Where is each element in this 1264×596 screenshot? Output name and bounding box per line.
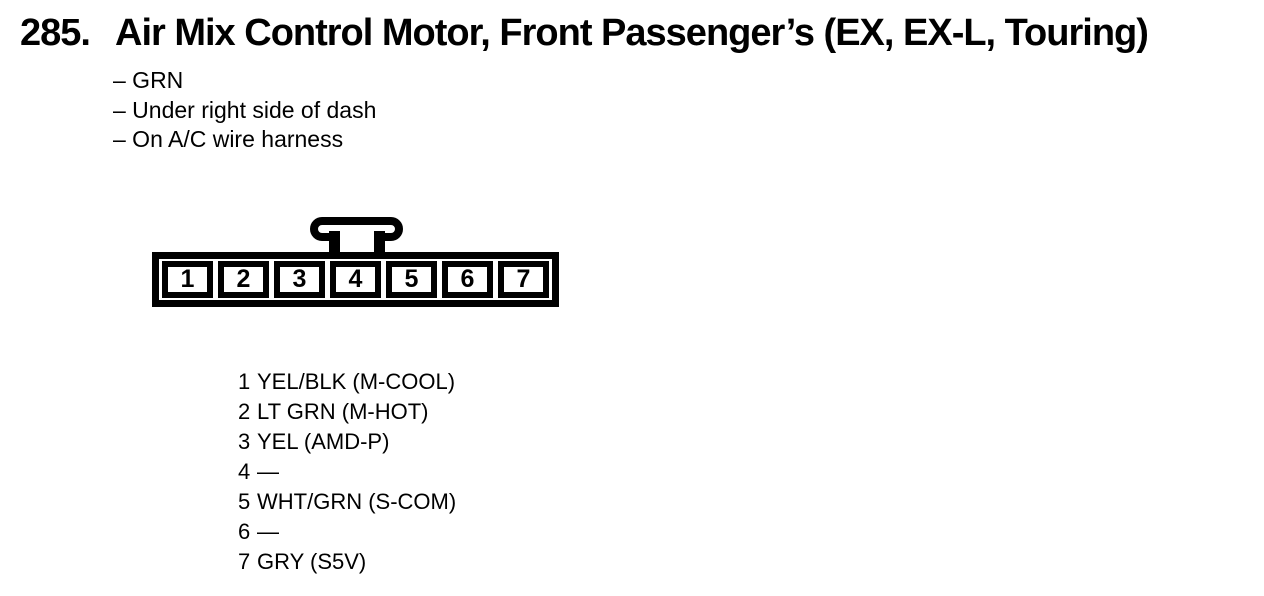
wire-label: — — [257, 459, 279, 484]
wire-label: GRY (S5V) — [257, 549, 367, 574]
connector-pin-cell: 1 — [162, 261, 213, 298]
wire-label: — — [257, 519, 279, 544]
pinout-row: 2 LT GRN (M-HOT) — [238, 397, 456, 427]
connector-diagram: 1 2 3 4 5 6 7 — [152, 215, 559, 307]
connector-lock-tab-stem — [329, 231, 385, 252]
pinout-row: 5 WHT/GRN (S-COM) — [238, 487, 456, 517]
wire-label: YEL/BLK (M-COOL) — [257, 369, 456, 394]
note-line: – GRN — [113, 67, 184, 93]
pinout-row: 6 — — [238, 517, 456, 547]
connector-pin-cell: 4 — [330, 261, 381, 298]
connector-pin-cell: 6 — [442, 261, 493, 298]
connector-pin-cell: 5 — [386, 261, 437, 298]
pin-number: 7 — [238, 549, 251, 574]
pinout-row: 4 — — [238, 457, 456, 487]
pin-number: 4 — [238, 459, 251, 484]
pin-number: 5 — [238, 489, 251, 514]
pin-number: 3 — [238, 429, 251, 454]
connector-pin-cell: 2 — [218, 261, 269, 298]
pinout-row: 3 YEL (AMD-P) — [238, 427, 456, 457]
pin-number: 1 — [238, 369, 251, 394]
location-notes: – GRN – Under right side of dash – On A/… — [113, 66, 376, 155]
pin-number: 6 — [238, 519, 251, 544]
section-number: 285. — [20, 12, 91, 54]
note-line: – Under right side of dash — [113, 96, 377, 123]
wire-label: YEL (AMD-P) — [257, 429, 390, 454]
pin-number: 2 — [238, 399, 251, 424]
wire-label: WHT/GRN (S-COM) — [257, 489, 457, 514]
section-heading: 285. Air Mix Control Motor, Front Passen… — [20, 12, 1149, 55]
pinout-list: 1 YEL/BLK (M-COOL) 2 LT GRN (M-HOT) 3 YE… — [238, 367, 456, 577]
connector-body: 1 2 3 4 5 6 7 — [152, 252, 559, 307]
pinout-row: 1 YEL/BLK (M-COOL) — [238, 367, 456, 397]
page-title: Air Mix Control Motor, Front Passenger’s… — [115, 12, 1149, 54]
wire-label: LT GRN (M-HOT) — [257, 399, 429, 424]
pinout-row: 7 GRY (S5V) — [238, 547, 456, 577]
connector-pin-cell: 7 — [498, 261, 549, 298]
note-line: – On A/C wire harness — [113, 126, 344, 152]
connector-pin-cell: 3 — [274, 261, 325, 298]
